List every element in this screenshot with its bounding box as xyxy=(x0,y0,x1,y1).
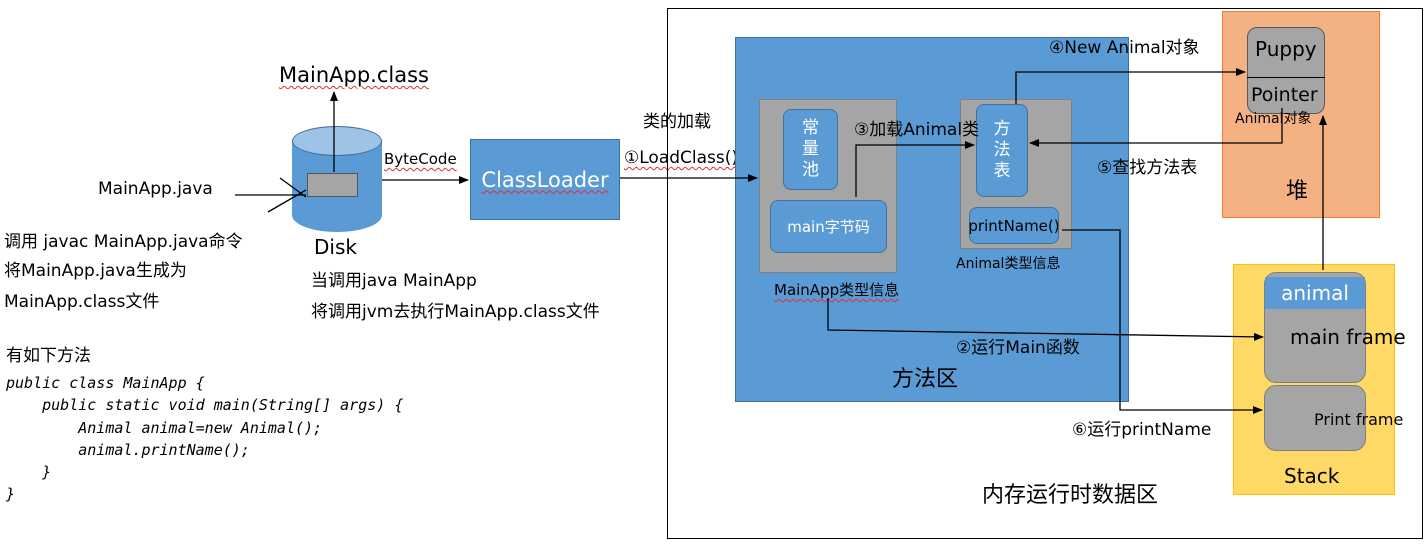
arrow-run-main xyxy=(827,298,1264,341)
constant-pool: 常 量 池 xyxy=(783,109,838,190)
code-line: public class MainApp { xyxy=(6,374,205,392)
constant-pool-label: 常 量 池 xyxy=(802,117,819,181)
mainapp-type-info-caption: MainApp类型信息 xyxy=(774,281,900,299)
pointer-cross-a xyxy=(279,177,307,198)
code-block: public class MainApp { public static voi… xyxy=(6,372,403,506)
disk-cylinder-bottom xyxy=(292,198,382,232)
main-bytecode-label: main字节码 xyxy=(787,218,870,236)
mainapp-java-label: MainApp.java xyxy=(98,179,213,199)
method-area-title: 方法区 xyxy=(892,367,959,392)
runtime-data-area xyxy=(667,8,1423,539)
disk-cylinder-top xyxy=(292,126,382,156)
source-file-icon xyxy=(307,173,358,197)
disk-label: Disk xyxy=(314,235,357,259)
animal-object-caption: Animal对象 xyxy=(1235,111,1312,127)
javac-description-line2: 将MainApp.java生成为 xyxy=(4,261,187,281)
print-frame xyxy=(1264,385,1366,451)
printname-method: printName() xyxy=(968,207,1060,244)
method-table: 方 法 表 xyxy=(976,104,1028,197)
printname-method-label: printName() xyxy=(968,216,1060,235)
animal-type-info-caption: Animal类型信息 xyxy=(956,256,1061,272)
step3-load-animal: ③加载Animal类 xyxy=(854,120,980,140)
step2-run-main: ②运行Main函数 xyxy=(956,338,1080,358)
javac-description-line3: MainApp.class文件 xyxy=(4,292,160,312)
heap-title: 堆 xyxy=(1286,179,1309,204)
classloader-box: ClassLoader xyxy=(470,139,620,220)
class-loading-title: 类的加载 xyxy=(643,112,711,132)
code-line: Animal animal=new Animal(); xyxy=(6,418,323,437)
main-bytecode: main字节码 xyxy=(770,200,887,253)
main-frame-label: main frame xyxy=(1290,325,1406,349)
step6-run-printname: ⑥运行printName xyxy=(1072,420,1212,440)
code-line: } xyxy=(6,485,16,504)
print-frame-label: Print frame xyxy=(1314,410,1404,429)
java-run-description-line2: 将调用jvm去执行MainApp.class文件 xyxy=(311,302,600,322)
pointer-cross-b xyxy=(267,189,307,213)
javac-description-line1: 调用 javac MainApp.java命令 xyxy=(4,232,243,252)
animal-object xyxy=(1247,27,1325,114)
step4-new-animal: ④New Animal对象 xyxy=(1049,38,1200,58)
classloader-label: ClassLoader xyxy=(481,167,609,192)
step5-lookup-method-table: ⑤查找方法表 xyxy=(1097,158,1198,178)
arrow-new-animal xyxy=(1015,68,1246,104)
arrow-find-method-table xyxy=(1029,108,1283,147)
methods-heading: 有如下方法 xyxy=(6,346,91,366)
animal-variable: animal xyxy=(1265,277,1365,309)
arrow-load-animal xyxy=(855,141,975,197)
code-line: animal.printName(); xyxy=(6,440,250,459)
puppy-field: Puppy xyxy=(1255,37,1317,61)
method-table-label: 方 法 表 xyxy=(993,118,1011,182)
stack-title: Stack xyxy=(1284,464,1340,488)
object-divider xyxy=(1247,77,1325,78)
mainapp-class-label: MainApp.class xyxy=(279,63,429,87)
pointer-field: Pointer xyxy=(1251,84,1318,106)
code-line: } xyxy=(6,463,52,482)
step1-loadclass: ①LoadClass() xyxy=(624,148,739,168)
bytecode-label: ByteCode xyxy=(384,150,457,168)
arrow-run-printname xyxy=(1062,229,1263,414)
animal-variable-label: animal xyxy=(1281,281,1349,305)
code-line: public static void main(String[] args) { xyxy=(6,396,404,415)
runtime-data-area-title: 内存运行时数据区 xyxy=(982,483,1159,508)
java-run-description-line1: 当调用java MainApp xyxy=(311,271,477,291)
